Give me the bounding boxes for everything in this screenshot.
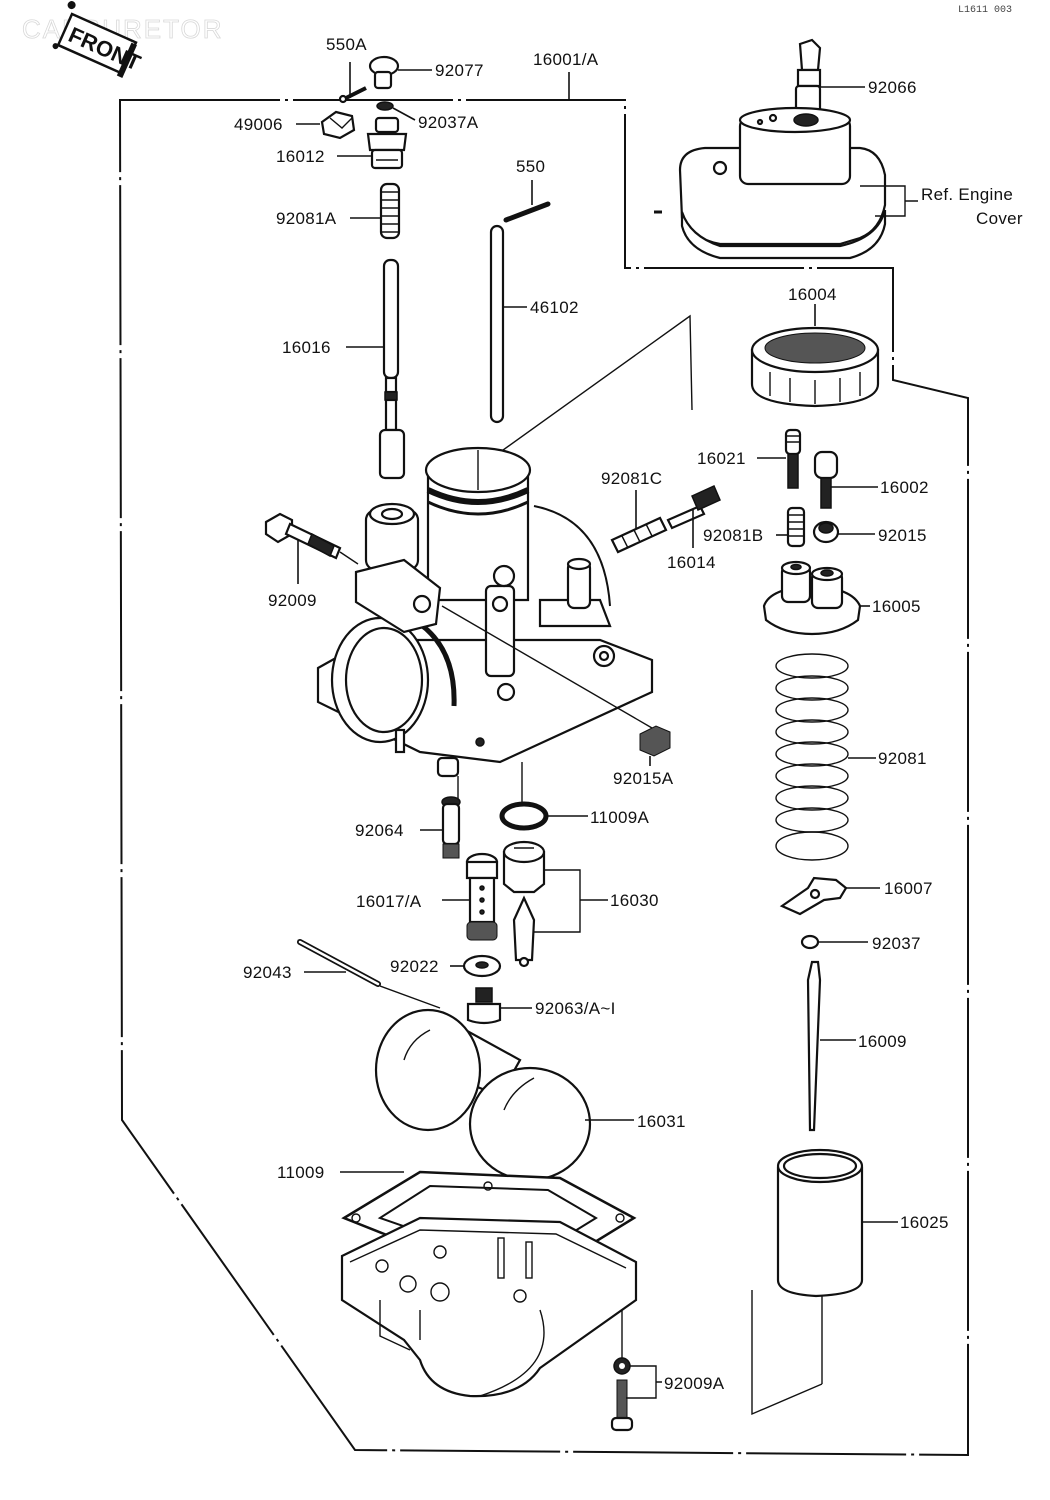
part-92009A[interactable] — [610, 1357, 662, 1432]
label-92015A: 92015A — [613, 769, 674, 788]
part-16005[interactable] — [762, 560, 870, 636]
part-92022[interactable] — [450, 954, 502, 978]
label-11009A: 11009A — [590, 808, 650, 827]
ref-note-line2: Cover — [976, 209, 1023, 228]
part-550[interactable] — [503, 180, 551, 223]
float-bowl — [340, 1216, 638, 1398]
label-16016: 16016 — [282, 338, 331, 357]
part-92081C[interactable] — [610, 490, 668, 554]
label-92037A: 92037A — [418, 113, 479, 132]
part-92081A[interactable] — [350, 182, 401, 240]
label-550: 550 — [516, 157, 545, 176]
part-16030[interactable] — [502, 840, 608, 968]
label-92081A: 92081A — [276, 209, 337, 228]
part-92064[interactable] — [420, 796, 461, 859]
label-16014: 16014 — [667, 553, 716, 572]
part-92081B[interactable] — [776, 506, 806, 548]
carburetor-body — [316, 314, 693, 850]
label-92009A: 92009A — [664, 1374, 725, 1393]
part-92081[interactable] — [775, 653, 876, 861]
part-16014[interactable] — [666, 485, 721, 548]
label-16017A: 16017/A — [356, 892, 422, 911]
label-16030: 16030 — [610, 891, 659, 910]
label-92077: 92077 — [435, 61, 484, 80]
part-16021[interactable] — [757, 428, 802, 489]
label-16005: 16005 — [872, 597, 921, 616]
figure-code: L1611 003 — [958, 5, 1012, 16]
part-92043[interactable] — [297, 939, 441, 1009]
front-direction-badge: FRONT — [52, 1, 145, 78]
label-49006: 49006 — [234, 115, 283, 134]
label-16031: 16031 — [637, 1112, 686, 1131]
part-92063[interactable] — [466, 987, 532, 1025]
label-92081B: 92081B — [703, 526, 763, 545]
label-11009: 11009 — [277, 1163, 325, 1182]
label-16001A: 16001/A — [533, 50, 599, 69]
label-16025: 16025 — [900, 1213, 949, 1232]
label-92009: 92009 — [268, 591, 317, 610]
ref-note-line1: Ref. Engine — [921, 185, 1013, 204]
part-16002[interactable] — [813, 450, 878, 509]
part-11009A[interactable] — [499, 801, 588, 831]
label-46102: 46102 — [530, 298, 579, 317]
part-16012[interactable] — [337, 116, 408, 170]
assembly-frame — [118, 99, 969, 1457]
part-49006[interactable] — [296, 110, 356, 140]
part-92037A[interactable] — [376, 101, 416, 121]
label-92063: 92063/A~I — [535, 999, 616, 1018]
part-92037[interactable] — [800, 934, 868, 950]
label-92066: 92066 — [868, 78, 917, 97]
part-46102[interactable] — [489, 224, 527, 424]
part-92015[interactable] — [812, 520, 875, 544]
label-16012: 16012 — [276, 147, 325, 166]
label-16021: 16021 — [697, 449, 746, 468]
part-92015A[interactable] — [639, 725, 671, 766]
part-16025[interactable] — [751, 1148, 898, 1416]
label-16007: 16007 — [884, 879, 933, 898]
label-92015: 92015 — [878, 526, 927, 545]
label-92081C: 92081C — [601, 469, 662, 488]
label-92037: 92037 — [872, 934, 921, 953]
part-16007[interactable] — [779, 876, 880, 916]
part-16016[interactable] — [346, 258, 406, 480]
label-92043: 92043 — [243, 963, 292, 982]
engine-cover-reference — [654, 106, 918, 260]
part-16009[interactable] — [806, 960, 856, 1132]
label-16004: 16004 — [788, 285, 837, 304]
part-550A[interactable] — [338, 62, 367, 104]
part-16004[interactable] — [750, 304, 880, 408]
label-16002: 16002 — [880, 478, 929, 497]
part-92066[interactable] — [794, 38, 865, 116]
part-92077[interactable] — [368, 55, 432, 90]
part-92009[interactable] — [264, 512, 359, 584]
label-92081: 92081 — [878, 749, 927, 768]
label-92064: 92064 — [355, 821, 404, 840]
part-16031[interactable] — [374, 1008, 634, 1182]
part-16017A[interactable] — [442, 852, 499, 941]
label-92022: 92022 — [390, 957, 439, 976]
label-550A: 550A — [326, 35, 367, 54]
label-16009: 16009 — [858, 1032, 907, 1051]
